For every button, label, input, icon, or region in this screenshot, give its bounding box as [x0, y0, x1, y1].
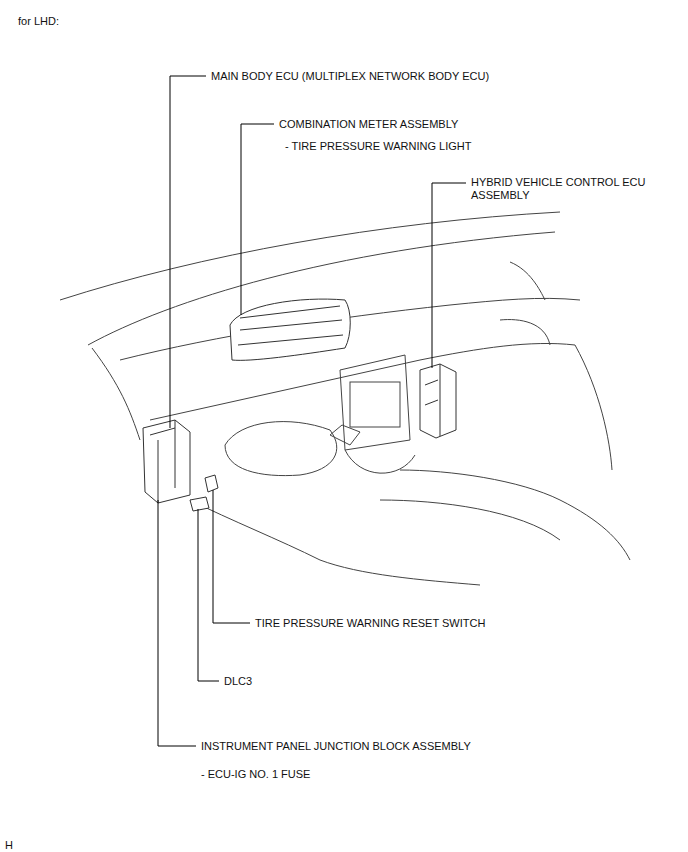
steering-opening — [225, 422, 337, 476]
combination-meter — [230, 299, 350, 360]
part-label: INSTRUMENT PANEL JUNCTION BLOCK ASSEMBLY — [201, 740, 471, 753]
part-label: DLC3 — [224, 675, 252, 688]
leader-line — [198, 509, 219, 681]
floor-line — [320, 560, 480, 585]
view-title: for LHD: — [18, 15, 59, 28]
reset-switch — [205, 475, 218, 492]
part-label: TIRE PRESSURE WARNING RESET SWITCH — [255, 617, 485, 630]
leader-line — [158, 500, 196, 746]
meter-detail — [238, 306, 343, 345]
roof-line — [60, 212, 560, 300]
part-label: HYBRID VEHICLE CONTROL ECU ASSEMBLY — [471, 176, 651, 202]
sheet-code: H — [5, 839, 13, 852]
part-label: COMBINATION METER ASSEMBLY — [279, 118, 458, 131]
hybrid-ecu — [420, 364, 456, 438]
part-label: MAIN BODY ECU (MULTIPLEX NETWORK BODY EC… — [211, 70, 489, 83]
center-display — [350, 382, 400, 427]
junction-block — [143, 420, 190, 503]
dlc3-connector — [190, 497, 209, 511]
junction-detail — [150, 420, 175, 503]
leader-line — [170, 76, 206, 428]
console-line — [380, 500, 560, 540]
hybrid-ecu-detail — [425, 364, 440, 436]
mirror-line — [510, 262, 545, 300]
a-pillar — [92, 348, 140, 440]
center-stack — [340, 355, 410, 450]
dash-right — [575, 345, 612, 470]
dash-top — [120, 298, 580, 360]
sub-part-label: - TIRE PRESSURE WARNING LIGHT — [285, 140, 471, 153]
leader-line — [213, 490, 250, 623]
lower-dash — [190, 500, 320, 560]
leader-line — [432, 183, 466, 368]
leader-line — [241, 124, 274, 315]
console-right — [400, 470, 630, 560]
sub-part-label: - ECU-IG NO. 1 FUSE — [201, 768, 310, 781]
vent — [500, 320, 550, 345]
